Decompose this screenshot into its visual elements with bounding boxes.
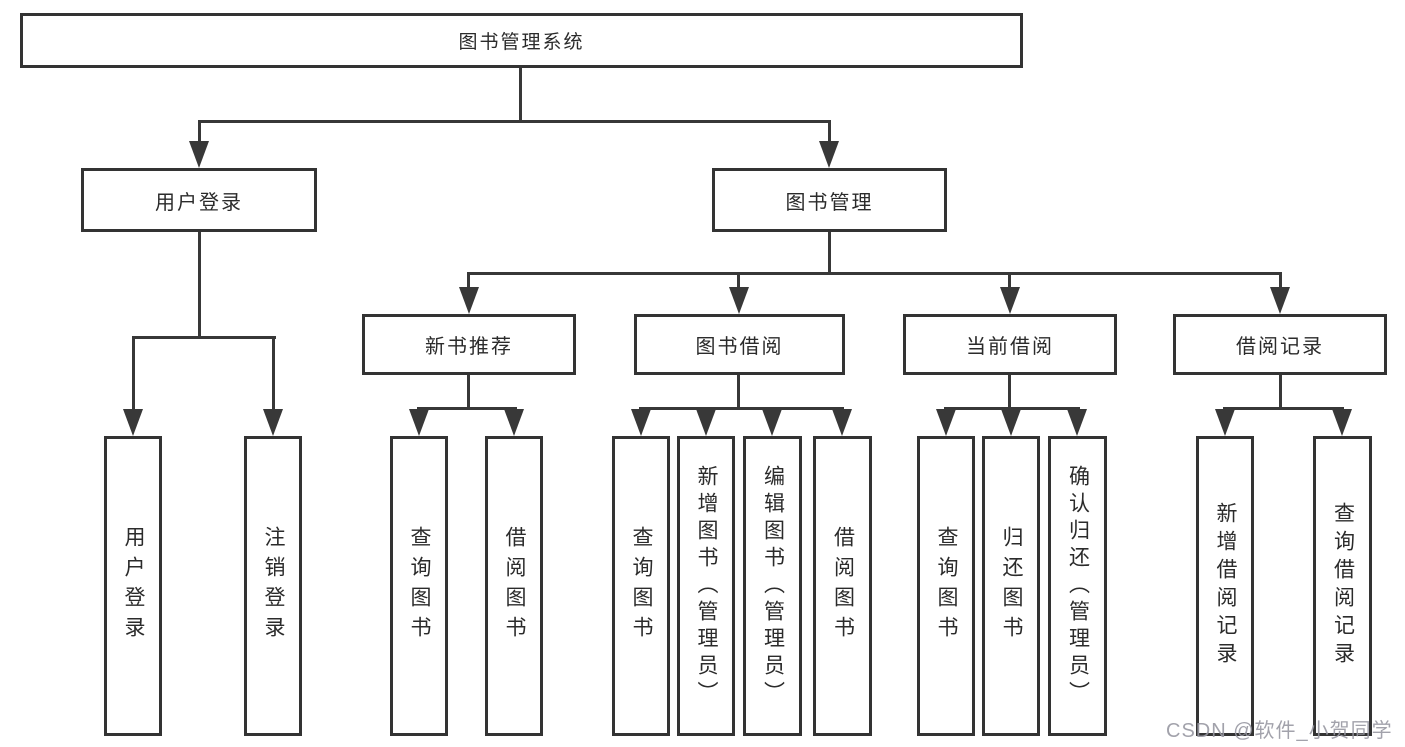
- node-new-book-recommend-label: 新书推荐: [425, 336, 513, 358]
- connector-stub: [198, 120, 201, 150]
- arrowhead: [263, 409, 283, 436]
- arrowhead: [1067, 409, 1087, 436]
- node-borrowing-records: 借阅记录: [1173, 314, 1387, 375]
- leaf-add-book-admin: 新增图书（管理员）: [677, 436, 735, 736]
- arrowhead: [1215, 409, 1235, 436]
- node-borrowing-records-label: 借阅记录: [1236, 336, 1324, 358]
- leaf-logout: 注销登录: [244, 436, 302, 736]
- connector-bookborrow-drop: [737, 375, 740, 409]
- connector-bookmgmt-rail: [467, 272, 1282, 275]
- leaf-return-book-label: 归还图书: [1000, 526, 1023, 646]
- arrowhead: [459, 287, 479, 314]
- connector-stub: [1279, 272, 1282, 296]
- leaf-user-login: 用户登录: [104, 436, 162, 736]
- connector-stub: [467, 272, 470, 296]
- connector-currentborrow-rail: [944, 407, 1080, 410]
- arrowhead: [696, 409, 716, 436]
- node-root-label: 图书管理系统: [458, 32, 585, 53]
- leaf-query-borrow-record-label: 查询借阅记录: [1331, 502, 1355, 670]
- node-book-management: 图书管理: [712, 168, 947, 232]
- leaf-query-borrow-record: 查询借阅记录: [1313, 436, 1372, 736]
- arrowhead: [409, 409, 429, 436]
- connector-stub: [132, 336, 135, 420]
- leaf-borrow-books-borrowing-label: 借阅图书: [831, 526, 855, 646]
- node-current-borrowing: 当前借阅: [903, 314, 1117, 375]
- node-new-book-recommend: 新书推荐: [362, 314, 576, 375]
- leaf-borrow-books-recommend-label: 借阅图书: [503, 526, 526, 646]
- leaf-add-book-admin-label: 新增图书（管理员）: [695, 464, 718, 708]
- connector-stub: [737, 272, 740, 296]
- arrowhead: [631, 409, 651, 436]
- leaf-query-books-recommend: 查询图书: [390, 436, 448, 736]
- node-user-login-label: 用户登录: [155, 191, 243, 214]
- arrowhead: [1270, 287, 1290, 314]
- leaf-add-borrow-record-label: 新增借阅记录: [1214, 502, 1237, 670]
- leaf-borrow-books-recommend: 借阅图书: [485, 436, 543, 736]
- connector-newbook-drop: [467, 375, 470, 409]
- arrowhead: [1332, 409, 1352, 436]
- leaf-query-books-current: 查询图书: [917, 436, 975, 736]
- csdn-watermark: CSDN @软件_小贺同学: [1166, 714, 1393, 743]
- arrowhead: [504, 409, 524, 436]
- connector-stub: [828, 120, 831, 150]
- node-book-management-label: 图书管理: [785, 191, 874, 214]
- arrowhead: [762, 409, 782, 436]
- connector-root-rail: [198, 120, 831, 123]
- connector-bookborrow-rail: [639, 407, 844, 410]
- leaf-confirm-return-admin: 确认归还（管理员）: [1048, 436, 1107, 736]
- leaf-add-borrow-record: 新增借阅记录: [1196, 436, 1254, 736]
- csdn-watermark-text: CSDN @软件_小贺同学: [1166, 720, 1393, 742]
- node-book-borrowing-label: 图书借阅: [695, 336, 784, 358]
- node-book-borrowing: 图书借阅: [634, 314, 845, 375]
- arrowhead: [729, 287, 749, 314]
- leaf-user-login-label: 用户登录: [122, 526, 145, 646]
- node-current-borrowing-label: 当前借阅: [966, 336, 1054, 358]
- connector-stub: [272, 336, 275, 420]
- arrowhead: [123, 409, 143, 436]
- connector-newbook-rail: [417, 407, 517, 410]
- node-user-login: 用户登录: [81, 168, 317, 232]
- connector-userlogin-rail: [132, 336, 276, 339]
- connector-currentborrow-drop: [1008, 375, 1011, 409]
- leaf-query-books-recommend-label: 查询图书: [408, 526, 431, 646]
- leaf-query-books-borrowing: 查询图书: [612, 436, 670, 736]
- leaf-query-books-borrowing-label: 查询图书: [630, 526, 653, 646]
- leaf-confirm-return-admin-label: 确认归还（管理员）: [1066, 464, 1090, 708]
- connector-stub: [1008, 272, 1011, 296]
- leaf-borrow-books-borrowing: 借阅图书: [813, 436, 872, 736]
- connector-borrowrecords-drop: [1279, 375, 1282, 409]
- leaf-logout-label: 注销登录: [262, 526, 285, 646]
- leaf-query-books-current-label: 查询图书: [935, 526, 958, 646]
- arrowhead: [1001, 409, 1021, 436]
- arrowhead: [189, 141, 209, 168]
- connector-root-drop: [519, 68, 522, 122]
- leaf-edit-book-admin: 编辑图书（管理员）: [743, 436, 802, 736]
- leaf-return-book: 归还图书: [982, 436, 1040, 736]
- connector-userlogin-drop: [198, 232, 201, 338]
- node-root: 图书管理系统: [20, 13, 1023, 68]
- arrowhead: [1000, 287, 1020, 314]
- connector-bookmgmt-drop: [828, 232, 831, 274]
- connector-borrowrecords-rail: [1223, 407, 1344, 410]
- arrowhead: [819, 141, 839, 168]
- arrowhead: [832, 409, 852, 436]
- leaf-edit-book-admin-label: 编辑图书（管理员）: [761, 464, 785, 708]
- arrowhead: [936, 409, 956, 436]
